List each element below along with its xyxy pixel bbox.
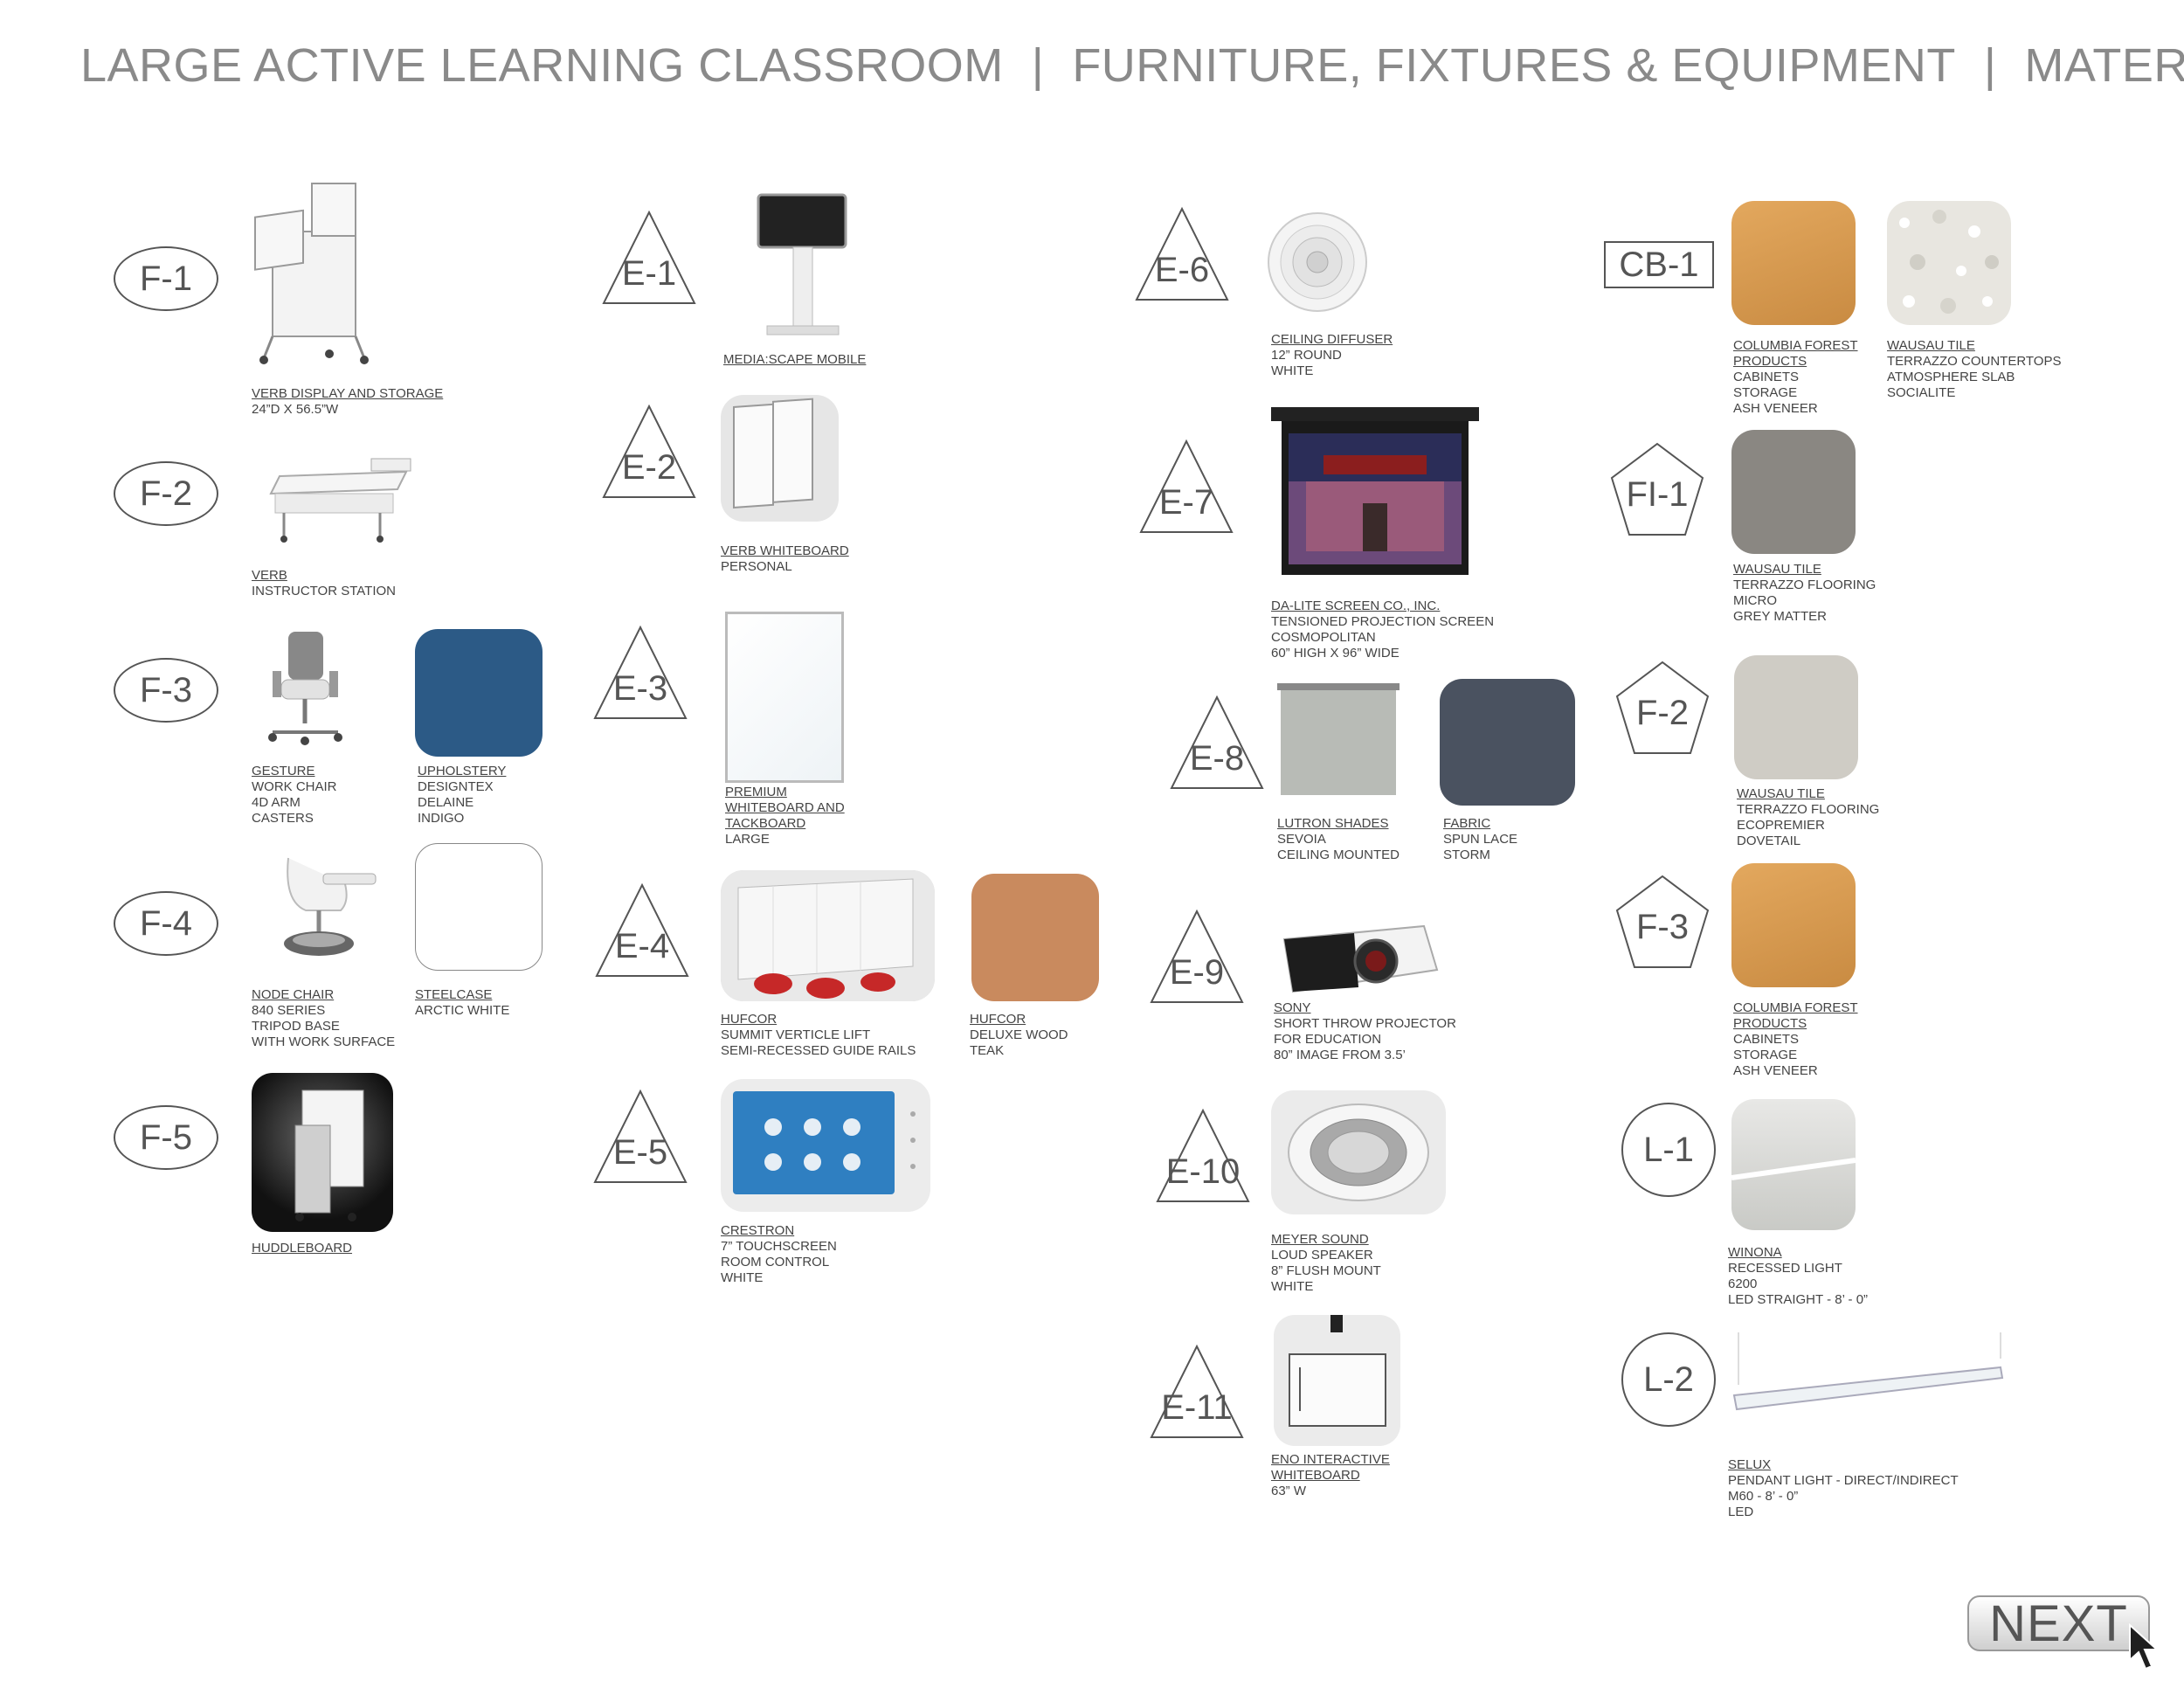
swatch-grey-matter: [1731, 430, 1856, 554]
caption-e7: DA-LITE SCREEN CO., INC.TENSIONED PROJEC…: [1271, 598, 1495, 661]
tag-e8: E-8: [1169, 695, 1265, 791]
swatch-arctic-white: [415, 843, 543, 971]
swatch-teak: [971, 874, 1099, 1001]
caption-e1: MEDIA:SCAPE MOBILE: [723, 352, 867, 367]
recessed-light-image: [1731, 1099, 1856, 1230]
swatch-indigo: [415, 629, 543, 757]
tag-f2: F-2: [114, 461, 218, 526]
next-button[interactable]: NEXT: [1967, 1595, 2150, 1652]
tag-cb1: CB-1: [1604, 241, 1714, 288]
next-button-label: NEXT: [1989, 1595, 2128, 1652]
premium-whiteboard-image: [725, 612, 844, 783]
tag-e11: E-11: [1149, 1344, 1245, 1440]
eno-whiteboard-image: [1274, 1315, 1400, 1446]
mediascape-image: [750, 190, 854, 339]
gesture-chair-image: [255, 627, 351, 750]
title-materials: MATERIALS: [2024, 39, 2184, 92]
swatch-ash-veneer: [1731, 201, 1856, 325]
crestron-touchscreen-image: [721, 1079, 930, 1212]
tag-l2: L-2: [1621, 1332, 1716, 1427]
page-title: LARGE ACTIVE LEARNING CLASSROOM | FURNITUR…: [80, 38, 2184, 93]
tag-mf2: F-2: [1614, 660, 1711, 756]
node-chair-image: [271, 849, 380, 967]
swatch-storm: [1440, 679, 1575, 806]
tag-e7: E-7: [1138, 439, 1234, 535]
meyer-speaker-image: [1271, 1090, 1446, 1214]
hufcor-partition-image: [721, 870, 935, 1001]
tag-fi1: FI-1: [1609, 441, 1705, 537]
tag-f1: F-1: [114, 246, 218, 311]
tag-f3: F-3: [114, 658, 218, 723]
tag-l1: L-1: [1621, 1103, 1716, 1197]
instructor-station-image: [249, 450, 424, 546]
swatch-ash-veneer: [1731, 863, 1856, 987]
tag-e4: E-4: [594, 882, 690, 979]
title-room: LARGE ACTIVE LEARNING CLASSROOM: [80, 39, 1004, 92]
tag-f5: F-5: [114, 1105, 218, 1170]
ceiling-diffuser-image: [1265, 210, 1370, 315]
title-ffe: FURNITURE, FIXTURES & EQUIPMENT: [1072, 39, 1956, 92]
pendant-light-image: [1730, 1332, 2009, 1437]
tag-e1: E-1: [601, 210, 697, 306]
tag-e9: E-9: [1149, 909, 1245, 1005]
title-separator: |: [1031, 39, 1045, 92]
tag-e5: E-5: [592, 1089, 688, 1185]
tag-e10: E-10: [1155, 1108, 1251, 1204]
tag-e3: E-3: [592, 625, 688, 721]
verb-display-image: [246, 179, 377, 367]
cursor-arrow-icon: [2128, 1622, 2161, 1672]
projection-screen-image: [1271, 407, 1479, 578]
sony-projector-image: [1275, 909, 1441, 1000]
tag-e2: E-2: [601, 404, 697, 500]
verb-whiteboard-image: [721, 395, 839, 522]
tag-mf3: F-3: [1614, 874, 1711, 970]
huddleboard-image: [252, 1073, 393, 1232]
caption-f5: HUDDLEBOARD: [252, 1241, 353, 1256]
tag-f4: F-4: [114, 891, 218, 956]
swatch-dovetail: [1734, 655, 1858, 779]
swatch-socialite: [1887, 201, 2011, 325]
lutron-shade-image: [1277, 683, 1400, 799]
tag-e6: E-6: [1134, 206, 1230, 302]
title-separator: |: [1983, 39, 1997, 92]
